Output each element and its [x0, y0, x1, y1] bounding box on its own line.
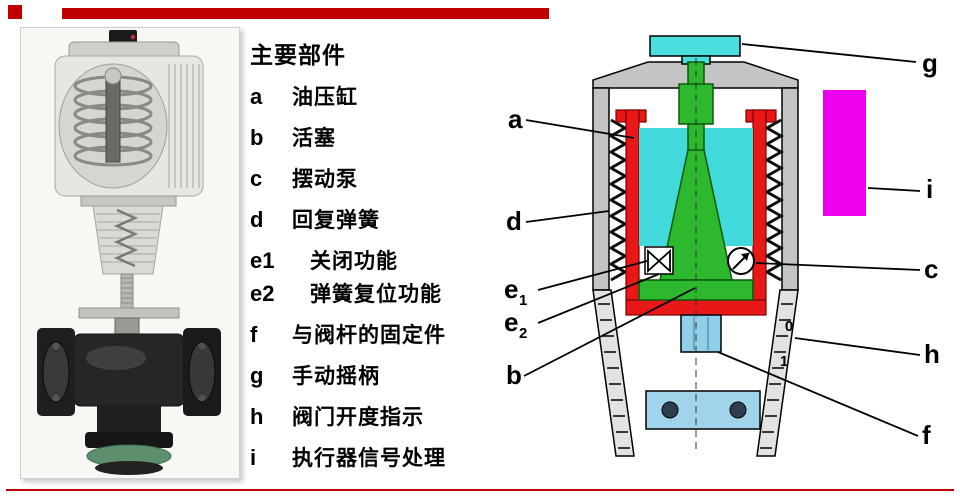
legend-item-a: a 油压缸: [250, 84, 496, 111]
base-plate: [645, 390, 761, 430]
legend-key: g: [250, 363, 264, 388]
legend-item-c: c 摆动泵: [250, 166, 496, 193]
components-legend: 主要部件 a 油压缸 b 活塞 c 摆动泵 d 回复弹簧 e1 关闭功能 e2 …: [250, 36, 496, 486]
legend-label: 与阀杆的固定件: [292, 324, 446, 347]
legend-label: 油压缸: [292, 86, 358, 109]
actuator-shaft: [105, 75, 121, 163]
callout-line-d: [525, 210, 610, 223]
callout-line-e1: [537, 260, 648, 291]
actuator-diagram-svg: 0 1 a d e 1 e 2 b: [498, 28, 954, 468]
scale-mark-0: 0: [785, 318, 793, 335]
legend-item-e2: e2 弹簧复位功能: [250, 281, 496, 308]
legend-item-i: i 执行器信号处理: [250, 445, 496, 472]
callout-label-g: g: [922, 48, 938, 78]
legend-item-h: h 阀门开度指示: [250, 404, 496, 431]
legend-label: 阀门开度指示: [292, 406, 424, 429]
actuator-shaft-top: [104, 67, 122, 85]
legend-key: d: [250, 207, 264, 232]
legend-key: b: [250, 125, 264, 150]
legend-item-e1: e1 关闭功能: [250, 248, 496, 275]
accent-bar: [62, 8, 549, 19]
legend-label: 关闭功能: [310, 250, 398, 273]
actuator-diagram: 0 1 a d e 1 e 2 b: [498, 28, 954, 468]
legend-key: c: [250, 166, 263, 191]
legend-key: i: [250, 445, 257, 470]
callout-label-e2: e: [504, 307, 518, 337]
callout-label-f: f: [922, 420, 931, 450]
callout-line-g: [741, 43, 917, 63]
signal-processor-block: [823, 90, 866, 216]
callout-label-e1: e: [504, 274, 518, 304]
swing-pump-symbol: [727, 247, 755, 275]
legend-key: f: [250, 322, 258, 347]
legend-key: h: [250, 404, 264, 429]
callout-label-h: h: [924, 339, 940, 369]
accent-square: [8, 5, 22, 19]
opening-scale: 0 1: [780, 318, 793, 370]
legend-key: e2: [250, 281, 275, 306]
callout-line-c: [755, 262, 921, 271]
legend-item-b: b 活塞: [250, 125, 496, 152]
callout-line-a: [525, 119, 635, 139]
legend-label: 弹簧复位功能: [310, 283, 442, 306]
bottom-rule: [6, 489, 954, 491]
callout-label-e1-sub: 1: [519, 292, 527, 309]
actuator-photo-image: [21, 28, 237, 476]
callout-line-f: [717, 351, 919, 437]
legend-label: 手动摇柄: [292, 365, 380, 388]
callout-line-e2: [537, 273, 660, 324]
legend-label: 活塞: [292, 127, 336, 150]
callout-label-i: i: [926, 174, 933, 204]
return-spring-right: [763, 118, 785, 282]
legend-title: 主要部件: [250, 42, 346, 68]
scale-mark-1: 1: [780, 353, 788, 370]
callout-label-a: a: [508, 104, 523, 134]
legend-key: a: [250, 84, 263, 109]
legend-label: 摆动泵: [292, 168, 358, 191]
callout-label-b: b: [506, 360, 522, 390]
legend-label: 回复弹簧: [292, 209, 380, 232]
leg-ticks-right: [760, 303, 793, 449]
leg-ticks-left: [598, 303, 630, 449]
actuator-legs: [592, 289, 799, 457]
closing-valve-symbol: [644, 246, 674, 275]
callout-lines: [523, 43, 921, 437]
return-spring-left: [607, 118, 629, 282]
actuator-photo: [20, 27, 240, 479]
oil-cylinder: [615, 109, 777, 316]
callout-label-e2-sub: 2: [519, 325, 527, 342]
callout-line-h: [794, 337, 921, 356]
stem-fixture: [680, 314, 722, 353]
legend-item-f: f 与阀杆的固定件: [250, 322, 496, 349]
callout-line-i: [867, 187, 921, 192]
legend-item-g: g 手动摇柄: [250, 363, 496, 390]
legend-item-d: d 回复弹簧: [250, 207, 496, 234]
valve-body: [37, 328, 221, 475]
legend-label: 执行器信号处理: [292, 447, 446, 470]
callout-label-c: c: [924, 254, 938, 284]
legend-key: e1: [250, 248, 275, 273]
actuator-neck: [78, 195, 180, 335]
callout-line-b: [523, 287, 696, 377]
callout-label-d: d: [506, 206, 522, 236]
